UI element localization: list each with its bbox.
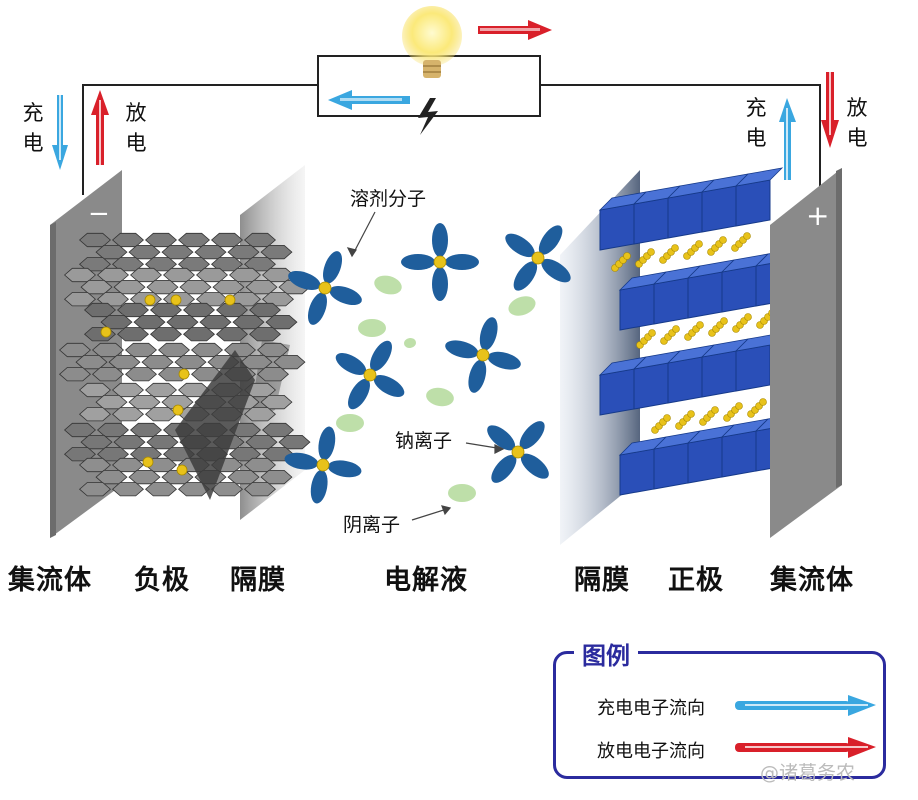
negative-electrode xyxy=(58,232,311,500)
legend-discharge-text: 放电电子流向 xyxy=(597,741,705,762)
solvent-callout: 溶剂分子 xyxy=(350,188,427,210)
right-current-collector: + xyxy=(770,168,842,538)
lightning-icon xyxy=(418,98,438,135)
negative-sign: − xyxy=(88,199,110,229)
electrolyte-label: 电解液 xyxy=(384,565,468,596)
right-charge-arrow xyxy=(779,98,796,180)
left-collector-label: 集流体 xyxy=(8,565,92,596)
legend-charge-text: 充电电子流向 xyxy=(597,698,705,719)
right-discharge-arrow xyxy=(821,72,839,148)
sodium-ion-callout: 钠离子 xyxy=(395,430,453,452)
anion-callout: 阴离子 xyxy=(343,514,401,536)
right-discharge-label: 放电 xyxy=(846,96,868,150)
positive-electrode xyxy=(598,167,804,496)
positive-sign: + xyxy=(806,199,829,232)
negative-label: 负极 xyxy=(134,565,190,596)
circuit-discharge-arrow xyxy=(478,20,552,40)
legend-box xyxy=(553,651,886,779)
electrolyte-region xyxy=(284,223,571,504)
positive-label: 正极 xyxy=(668,565,724,596)
legend-discharge-arrow xyxy=(735,737,876,758)
external-circuit xyxy=(82,55,821,195)
right-separator-label: 隔膜 xyxy=(574,565,630,596)
left-separator-label: 隔膜 xyxy=(230,565,286,596)
lightbulb-icon xyxy=(402,6,462,78)
left-charge-arrow xyxy=(52,95,68,170)
legend-title: 图例 xyxy=(574,636,638,671)
watermark: @诸葛务农 xyxy=(760,762,856,784)
right-charge-label: 充电 xyxy=(745,96,767,150)
right-collector-label: 集流体 xyxy=(770,565,854,596)
circuit-charge-arrow xyxy=(328,90,410,110)
left-discharge-label: 放电 xyxy=(125,101,147,155)
left-charge-label: 充电 xyxy=(22,101,44,155)
legend-charge-arrow xyxy=(735,695,876,716)
left-discharge-arrow xyxy=(91,90,109,165)
